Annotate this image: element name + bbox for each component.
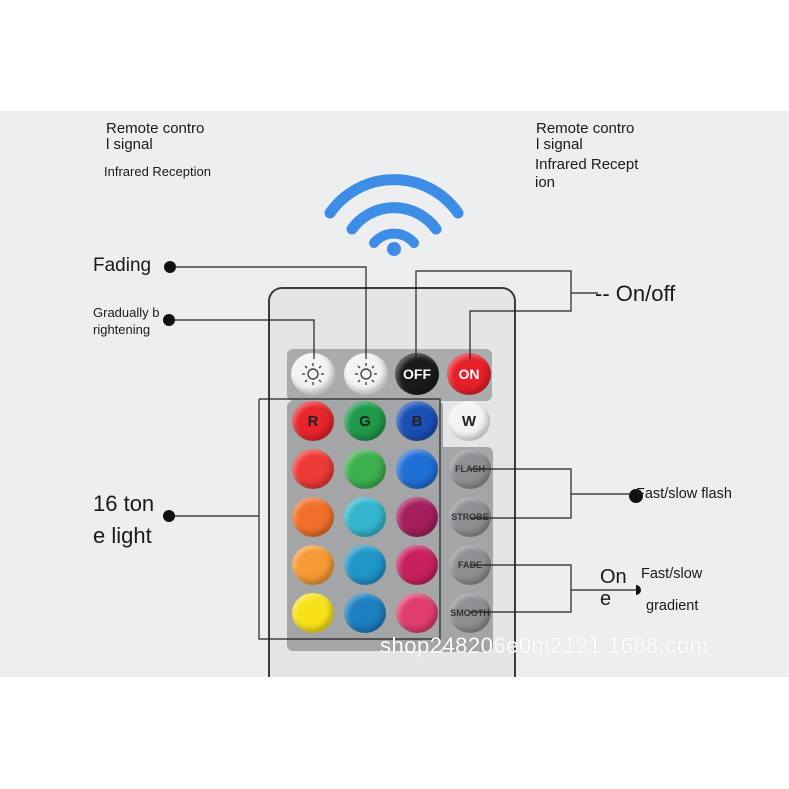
color-button[interactable] [292,545,334,585]
gradually-brightening-label: Gradually b rightening [93,305,160,337]
on-off-label: -- On/off [595,281,676,306]
on-button[interactable]: ON [447,353,491,395]
remote-signal-label-right: Remote contro l signal [536,120,635,153]
color-button[interactable] [292,449,334,489]
green-button[interactable]: G [344,401,386,441]
color-button[interactable] [396,449,438,489]
color-button[interactable] [396,593,438,633]
strobe-button[interactable]: STROBE [449,497,491,537]
gradient-label: gradient [646,598,699,614]
blue-button[interactable]: B [396,401,438,441]
product-panel: OFF ON R G B W FLASH STROBE FADE SMOOTH [0,111,789,677]
color-button[interactable] [344,497,386,537]
off-button[interactable]: OFF [395,353,439,395]
red-button[interactable]: R [292,401,334,441]
color-button[interactable] [344,449,386,489]
color-button[interactable] [396,545,438,585]
fast-slow-flash-label: Fast/slow flash [636,486,732,502]
color-button[interactable] [292,593,334,633]
brightness-down-button[interactable] [291,353,335,395]
callout-lines [163,261,643,640]
brightness-up-button[interactable] [344,353,388,395]
color-button[interactable] [396,497,438,537]
sun-bright-icon [355,363,377,385]
fast-slow-label: Fast/slow [641,566,703,582]
fading-label: Fading [93,255,152,276]
color-button[interactable] [292,497,334,537]
color-button[interactable] [344,593,386,633]
white-button[interactable]: W [448,401,490,441]
color-button[interactable] [344,545,386,585]
infrared-label-left: Infrared Reception [104,164,211,179]
sixteen-tone-light-label: 16 ton e light [93,491,155,548]
one-label: On e [600,566,627,610]
infrared-label-right: Infrared Recept ion [535,156,639,191]
smooth-button[interactable]: SMOOTH [449,593,491,633]
wifi-signal-icon [324,174,464,256]
shop-watermark: shop248206e0m2121.1688.com [380,633,709,658]
sun-dim-icon [302,363,324,385]
remote-signal-label-left: Remote contro l signal [106,120,205,153]
